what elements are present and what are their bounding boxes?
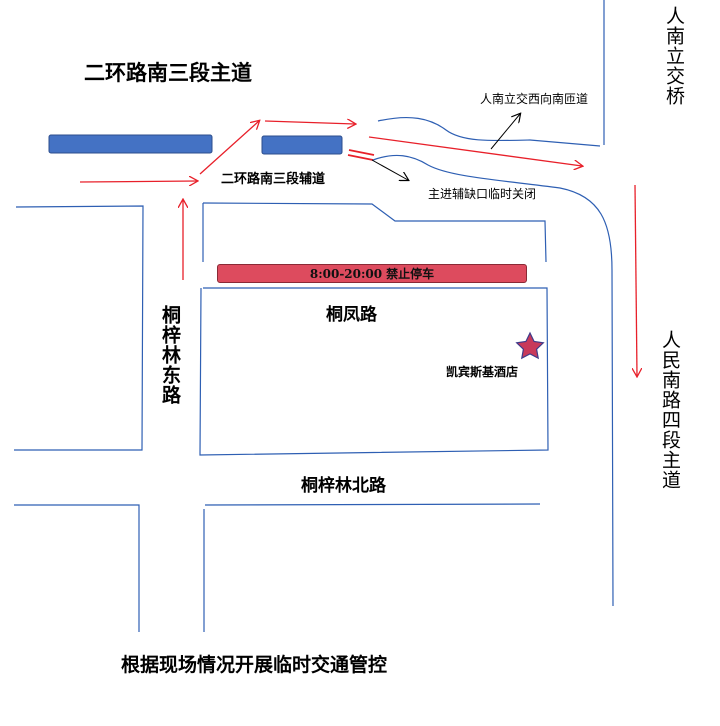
label-renmin-south-road: 人民南路四段主道 [659,330,681,490]
road-edge-block-lower [199,287,549,456]
footer-note: 根据现场情况开展临时交通管控 [121,654,388,676]
road-edge-south-right [204,503,541,506]
annotation-arrows [371,114,520,180]
label-kempinski-hotel: 凯宾斯基酒店 [446,365,519,379]
closure-gap-mark [347,149,375,161]
label-closure: 主进辅缺口临时关闭 [428,187,537,201]
no-parking-banner: 8:00-20:00 禁止停车 [217,264,527,283]
median-block-left [48,134,213,154]
label-tongzilin-east-road: 桐梓林东路 [159,305,181,405]
road-edge-south-left [14,504,140,632]
road-edge-ramp-lower [372,154,614,607]
label-auxiliary-road: 二环路南三段辅道 [221,172,326,187]
label-rennan-bridge: 人南立交桥 [663,6,685,106]
road-edge-west-top [14,205,144,451]
no-parking-time: 8:00-20:00 [309,266,383,281]
arrow-diagonal [199,121,259,175]
arrow-aux-east [79,181,197,182]
label-tongfeng-road: 桐凤路 [326,305,377,325]
no-parking-text: 禁止停车 [386,267,435,281]
arrow-south [635,184,637,376]
median-block-right [261,135,343,155]
road-edge-block-upper [202,202,547,263]
arrow-main-east [264,121,355,124]
arrow-closure-label [371,159,408,180]
star-icon [515,331,545,360]
road-edge-ramp-upper [377,116,601,147]
page-title: 二环路南三段主道 [84,61,252,85]
road-edges [14,0,614,632]
label-tongzilin-north-road: 桐梓林北路 [301,476,386,496]
arrow-ramp-east [368,136,582,166]
arrow-ramp-label [490,114,520,150]
label-ramp: 人南立交西向南匝道 [480,92,589,106]
traffic-arrows [79,121,637,376]
